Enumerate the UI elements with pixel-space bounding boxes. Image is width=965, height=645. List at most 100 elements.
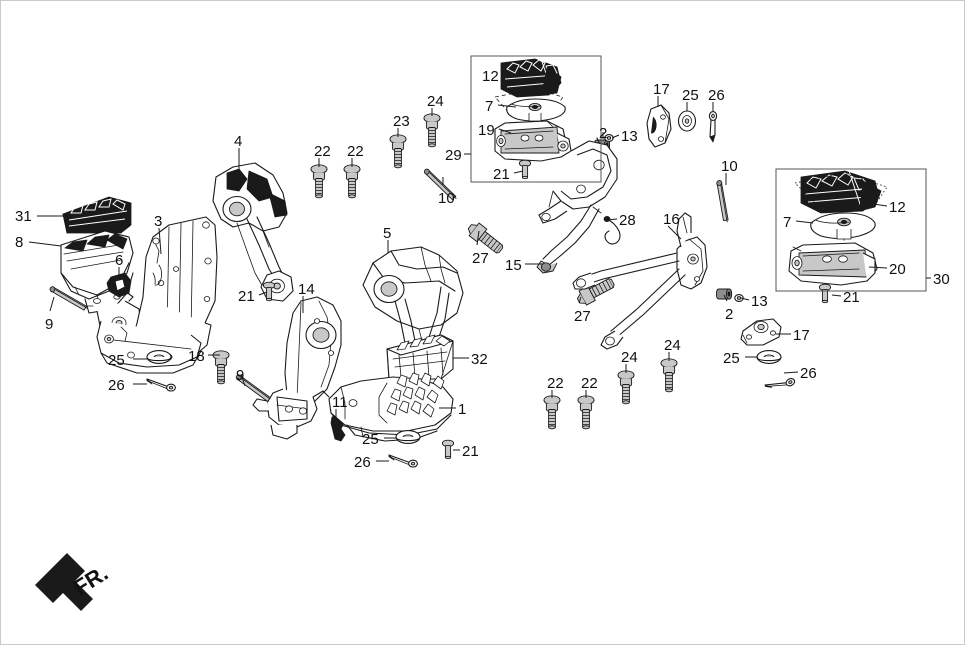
leader-lines bbox=[28, 74, 931, 462]
part-28-spring-clip bbox=[603, 215, 621, 245]
part-25-washer-right bbox=[756, 350, 782, 364]
callout-number-12: 12 bbox=[889, 199, 906, 216]
part-22-bolt-d bbox=[577, 395, 595, 430]
part-6-clamp bbox=[106, 272, 134, 302]
part-32-footpeg-right bbox=[386, 334, 454, 380]
leader-line-8 bbox=[28, 241, 62, 247]
part-25-washer-left bbox=[146, 350, 172, 364]
callout-number-2: 2 bbox=[599, 125, 608, 142]
part-22-bolt-b bbox=[343, 164, 361, 199]
leader-line-19 bbox=[498, 128, 512, 134]
part-10-pin-right bbox=[701, 179, 744, 224]
callout-number-16: 16 bbox=[663, 211, 680, 228]
part-23-bolt bbox=[389, 134, 407, 169]
part-20-step-holder-rear bbox=[788, 242, 878, 286]
part-25-washer-bottom bbox=[395, 430, 421, 444]
callout-number-15: 15 bbox=[505, 257, 522, 274]
callout-number-22: 22 bbox=[347, 143, 364, 160]
callout-number-22: 22 bbox=[314, 143, 331, 160]
callout-number-9: 9 bbox=[45, 316, 54, 333]
leader-line-27 bbox=[476, 230, 480, 246]
part-26-cotter-right bbox=[764, 372, 797, 397]
callout-number-10: 10 bbox=[438, 190, 455, 207]
leader-line-12 bbox=[872, 203, 888, 207]
part-26-cotter-left bbox=[146, 378, 176, 392]
callout-number-21: 21 bbox=[493, 166, 510, 183]
callout-number-3: 3 bbox=[154, 213, 163, 230]
callout-number-9: 9 bbox=[236, 367, 245, 384]
part-22-bolt-c bbox=[543, 395, 561, 430]
callout-number-26: 26 bbox=[108, 377, 125, 394]
callout-number-19: 19 bbox=[478, 122, 495, 139]
part-3-bracket-plate bbox=[96, 216, 218, 374]
inset-box-30 bbox=[775, 168, 927, 292]
part-21-bolt-inset-rear bbox=[818, 283, 832, 304]
callout-number-25: 25 bbox=[362, 431, 379, 448]
callout-number-22: 22 bbox=[547, 375, 564, 392]
front-direction-arrow bbox=[35, 553, 93, 611]
part-27-pivot-bolt-b bbox=[576, 278, 615, 306]
callout-number-1: 1 bbox=[458, 401, 467, 418]
callout-number-26: 26 bbox=[354, 454, 371, 471]
part-24-bolt-a bbox=[617, 370, 635, 405]
callout-number-11: 11 bbox=[332, 394, 348, 411]
callout-number-4: 4 bbox=[234, 133, 243, 150]
leader-line-7 bbox=[497, 104, 517, 108]
leader-line-21 bbox=[513, 170, 524, 174]
callout-number-2: 2 bbox=[725, 306, 734, 323]
part-7-spring-plate-rear bbox=[810, 212, 876, 240]
leader-line-28 bbox=[606, 218, 618, 221]
callout-number-29: 29 bbox=[445, 147, 462, 164]
part-26-cotter-top bbox=[708, 111, 718, 143]
leader-line-13 bbox=[611, 134, 620, 139]
callout-number-21: 21 bbox=[843, 289, 860, 306]
callout-number-23: 23 bbox=[393, 113, 410, 130]
callout-number-5: 5 bbox=[383, 225, 392, 242]
leader-line-13 bbox=[740, 297, 750, 301]
callout-number-22: 22 bbox=[581, 375, 598, 392]
leader-line-9 bbox=[240, 373, 246, 387]
part-18-bolt bbox=[212, 350, 230, 385]
callout-number-13: 13 bbox=[621, 128, 638, 145]
part-2-collar-right bbox=[715, 288, 733, 300]
part-26-cotter-bottom bbox=[388, 454, 418, 468]
callout-number-26: 26 bbox=[800, 365, 817, 382]
callout-number-24: 24 bbox=[664, 337, 681, 354]
callout-number-32: 32 bbox=[471, 351, 488, 368]
part-19-step-holder-front bbox=[494, 120, 572, 162]
part-17-heel-plate-right bbox=[740, 318, 782, 346]
part-14-brake-pedal-arm bbox=[252, 296, 342, 440]
callout-number-27: 27 bbox=[574, 308, 591, 325]
callout-number-10: 10 bbox=[721, 158, 738, 175]
part-21-bolt-bottom bbox=[441, 439, 455, 460]
callout-number-21: 21 bbox=[462, 443, 479, 460]
leader-line-9 bbox=[49, 296, 55, 312]
callout-number-25: 25 bbox=[723, 350, 740, 367]
callout-number-28: 28 bbox=[619, 212, 636, 229]
part-25-washer-top bbox=[677, 110, 697, 132]
callout-number-27: 27 bbox=[472, 250, 489, 267]
leader-line-20 bbox=[868, 266, 888, 269]
part-4-holder-bracket bbox=[212, 162, 294, 302]
callout-number-25: 25 bbox=[682, 87, 699, 104]
callout-number-6: 6 bbox=[115, 252, 124, 269]
callout-number-24: 24 bbox=[621, 349, 638, 366]
leader-line-27 bbox=[578, 296, 582, 304]
callout-number-26: 26 bbox=[708, 87, 725, 104]
part-shift-lever-front bbox=[536, 137, 621, 274]
leader-line-7 bbox=[795, 220, 814, 224]
part-16-shift-linkage bbox=[572, 212, 708, 350]
callout-number-25: 25 bbox=[108, 352, 125, 369]
callout-number-7: 7 bbox=[485, 98, 494, 115]
callout-number-30: 30 bbox=[933, 271, 950, 288]
part-21-bolt-inset-front bbox=[518, 159, 532, 180]
callout-number-31: 31 bbox=[15, 208, 32, 225]
leader-line-3 bbox=[158, 227, 162, 255]
leader-line-21 bbox=[258, 291, 268, 296]
part-24-bolt-top bbox=[423, 113, 441, 148]
part-12-step-rear bbox=[800, 170, 882, 214]
part-31-step-rubber bbox=[62, 196, 132, 234]
callout-number-17: 17 bbox=[793, 327, 810, 344]
callout-number-20: 20 bbox=[889, 261, 906, 278]
